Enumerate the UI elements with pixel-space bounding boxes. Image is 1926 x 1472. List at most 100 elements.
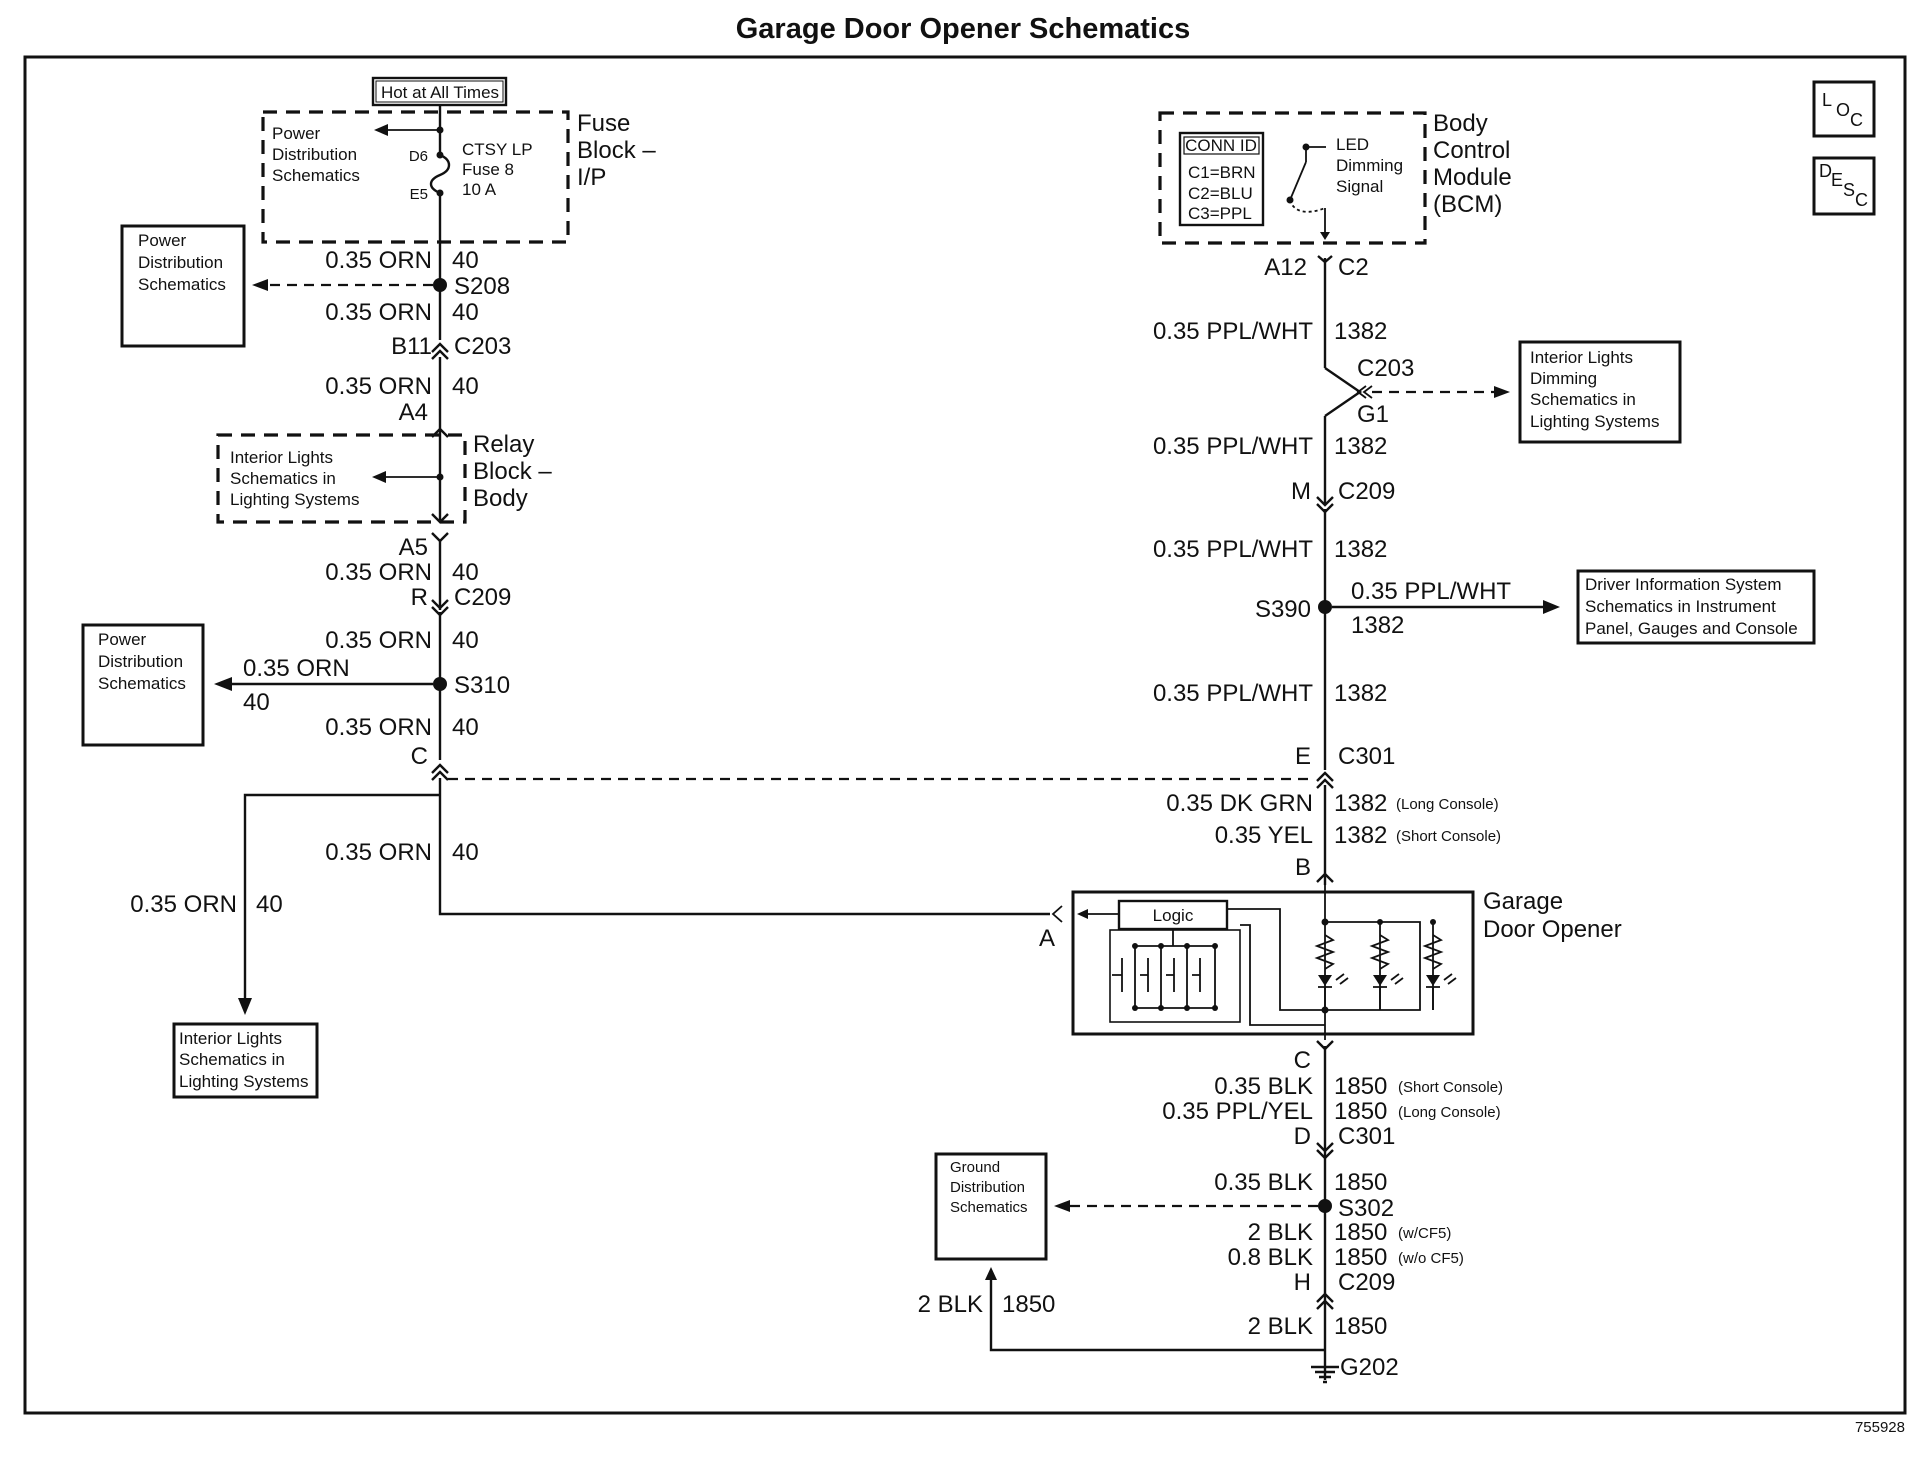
svg-text:Garage: Garage — [1483, 888, 1563, 915]
svg-text:Dimming: Dimming — [1336, 156, 1403, 175]
svg-text:Driver Information System: Driver Information System — [1585, 575, 1782, 594]
svg-text:Panel, Gauges and Console: Panel, Gauges and Console — [1585, 619, 1798, 638]
svg-text:1382: 1382 — [1351, 612, 1404, 639]
ref-interior-lights-bottom[interactable] — [172, 1022, 319, 1099]
svg-text:Module: Module — [1433, 164, 1512, 191]
svg-text:I/P: I/P — [577, 164, 606, 191]
svg-text:1382: 1382 — [1334, 433, 1387, 460]
svg-text:C209: C209 — [1338, 1269, 1395, 1296]
svg-text:Block –: Block – — [577, 137, 656, 164]
svg-text:Dimming: Dimming — [1530, 369, 1597, 388]
fuse-block-ip — [261, 110, 570, 244]
ref-driver-information-system[interactable] — [1576, 569, 1816, 645]
svg-text:Ground: Ground — [950, 1159, 1000, 1176]
svg-text:A: A — [1039, 925, 1055, 952]
ground-g202-icon — [1311, 1365, 1339, 1384]
svg-text:0.35 BLK: 0.35 BLK — [1214, 1073, 1313, 1100]
svg-text:40: 40 — [452, 373, 479, 400]
connector-c203-right — [1324, 367, 1373, 417]
svg-text:(Long Console): (Long Console) — [1396, 796, 1499, 813]
svg-text:Schematics in: Schematics in — [179, 1050, 285, 1069]
svg-text:Logic: Logic — [1153, 906, 1194, 925]
ref-interior-lights-dimming[interactable] — [1518, 340, 1682, 444]
svg-text:0.35 ORN: 0.35 ORN — [325, 373, 432, 400]
ref-power-distribution-mid[interactable] — [81, 623, 205, 747]
svg-text:Distribution: Distribution — [138, 253, 223, 272]
svg-text:E: E — [1295, 743, 1311, 770]
figure-id: 755928 — [1855, 1419, 1905, 1436]
svg-text:A4: A4 — [399, 399, 428, 426]
svg-text:Lighting Systems: Lighting Systems — [230, 490, 359, 509]
svg-text:D6: D6 — [409, 148, 428, 165]
svg-text:C: C — [1294, 1047, 1311, 1074]
ref-ground-distribution[interactable] — [934, 1152, 1048, 1261]
svg-text:CTSY LP: CTSY LP — [462, 140, 533, 159]
svg-text:O: O — [1836, 100, 1850, 120]
svg-text:0.35 PPL/YEL: 0.35 PPL/YEL — [1162, 1098, 1313, 1125]
svg-text:2 BLK: 2 BLK — [1248, 1219, 1313, 1246]
svg-text:1850: 1850 — [1334, 1098, 1387, 1125]
svg-text:Body: Body — [473, 485, 528, 512]
left-circuit: Hot at All Times Fuse Block – I/P Power … — [81, 76, 1315, 1099]
connector-c203-left — [431, 342, 449, 360]
svg-text:G202: G202 — [1340, 1354, 1399, 1381]
svg-text:S310: S310 — [454, 672, 510, 699]
svg-text:1382: 1382 — [1334, 318, 1387, 345]
svg-text:0.35 ORN: 0.35 ORN — [243, 655, 350, 682]
svg-text:C2: C2 — [1338, 254, 1369, 281]
svg-text:40: 40 — [452, 714, 479, 741]
svg-text:0.35 DK GRN: 0.35 DK GRN — [1166, 790, 1313, 817]
svg-text:Block –: Block – — [473, 458, 552, 485]
connector-c301-ground — [1316, 1142, 1334, 1160]
svg-text:E5: E5 — [410, 186, 428, 203]
svg-text:S: S — [1843, 180, 1855, 200]
svg-text:0.35 ORN: 0.35 ORN — [325, 559, 432, 586]
svg-text:1382: 1382 — [1334, 536, 1387, 563]
svg-text:0.8 BLK: 0.8 BLK — [1228, 1244, 1313, 1271]
svg-text:C: C — [1855, 190, 1868, 210]
svg-text:Interior Lights: Interior Lights — [179, 1029, 282, 1048]
svg-text:0.35 ORN: 0.35 ORN — [325, 714, 432, 741]
svg-text:Interior Lights: Interior Lights — [1530, 348, 1633, 367]
svg-text:(Short Console): (Short Console) — [1396, 828, 1501, 845]
loc-icon[interactable]: L O C — [1812, 80, 1876, 138]
svg-text:0.35 YEL: 0.35 YEL — [1215, 822, 1313, 849]
svg-text:40: 40 — [452, 299, 479, 326]
svg-text:Relay: Relay — [473, 431, 534, 458]
svg-text:2 BLK: 2 BLK — [918, 1291, 983, 1318]
svg-text:S302: S302 — [1338, 1195, 1394, 1222]
svg-text:S208: S208 — [454, 273, 510, 300]
svg-text:1850: 1850 — [1334, 1313, 1387, 1340]
svg-text:C2=BLU: C2=BLU — [1188, 184, 1253, 203]
svg-text:R: R — [411, 584, 428, 611]
svg-text:Power: Power — [98, 630, 147, 649]
svg-text:Distribution: Distribution — [950, 1179, 1025, 1196]
svg-text:M: M — [1291, 478, 1311, 505]
desc-icon[interactable]: D E S C — [1812, 156, 1876, 216]
connector-c209-ground — [1316, 1292, 1334, 1310]
svg-text:40: 40 — [452, 247, 479, 274]
svg-text:S390: S390 — [1255, 596, 1311, 623]
svg-text:0.35 BLK: 0.35 BLK — [1214, 1169, 1313, 1196]
svg-text:1850: 1850 — [1334, 1219, 1387, 1246]
splice-s208 — [433, 278, 447, 292]
svg-text:0.35 ORN: 0.35 ORN — [130, 891, 237, 918]
svg-text:Door Opener: Door Opener — [1483, 916, 1622, 943]
svg-text:Body: Body — [1433, 110, 1488, 137]
svg-text:Distribution: Distribution — [98, 652, 183, 671]
svg-text:1850: 1850 — [1334, 1073, 1387, 1100]
svg-text:C3=PPL: C3=PPL — [1188, 204, 1252, 223]
diagram-frame — [23, 55, 1907, 1415]
svg-text:1850: 1850 — [1002, 1291, 1055, 1318]
diagram-title: Garage Door Opener Schematics — [736, 13, 1191, 45]
svg-text:0.35 PPL/WHT: 0.35 PPL/WHT — [1351, 578, 1511, 605]
svg-text:0.35 PPL/WHT: 0.35 PPL/WHT — [1153, 433, 1313, 460]
splice-s390 — [1318, 600, 1332, 614]
svg-text:10 A: 10 A — [462, 180, 497, 199]
garage-door-opener — [1071, 890, 1475, 1036]
svg-text:40: 40 — [452, 627, 479, 654]
svg-text:0.35 ORN: 0.35 ORN — [325, 247, 432, 274]
svg-text:Control: Control — [1433, 137, 1510, 164]
body-control-module — [1158, 111, 1427, 245]
ref-power-distribution-top[interactable] — [120, 224, 246, 348]
